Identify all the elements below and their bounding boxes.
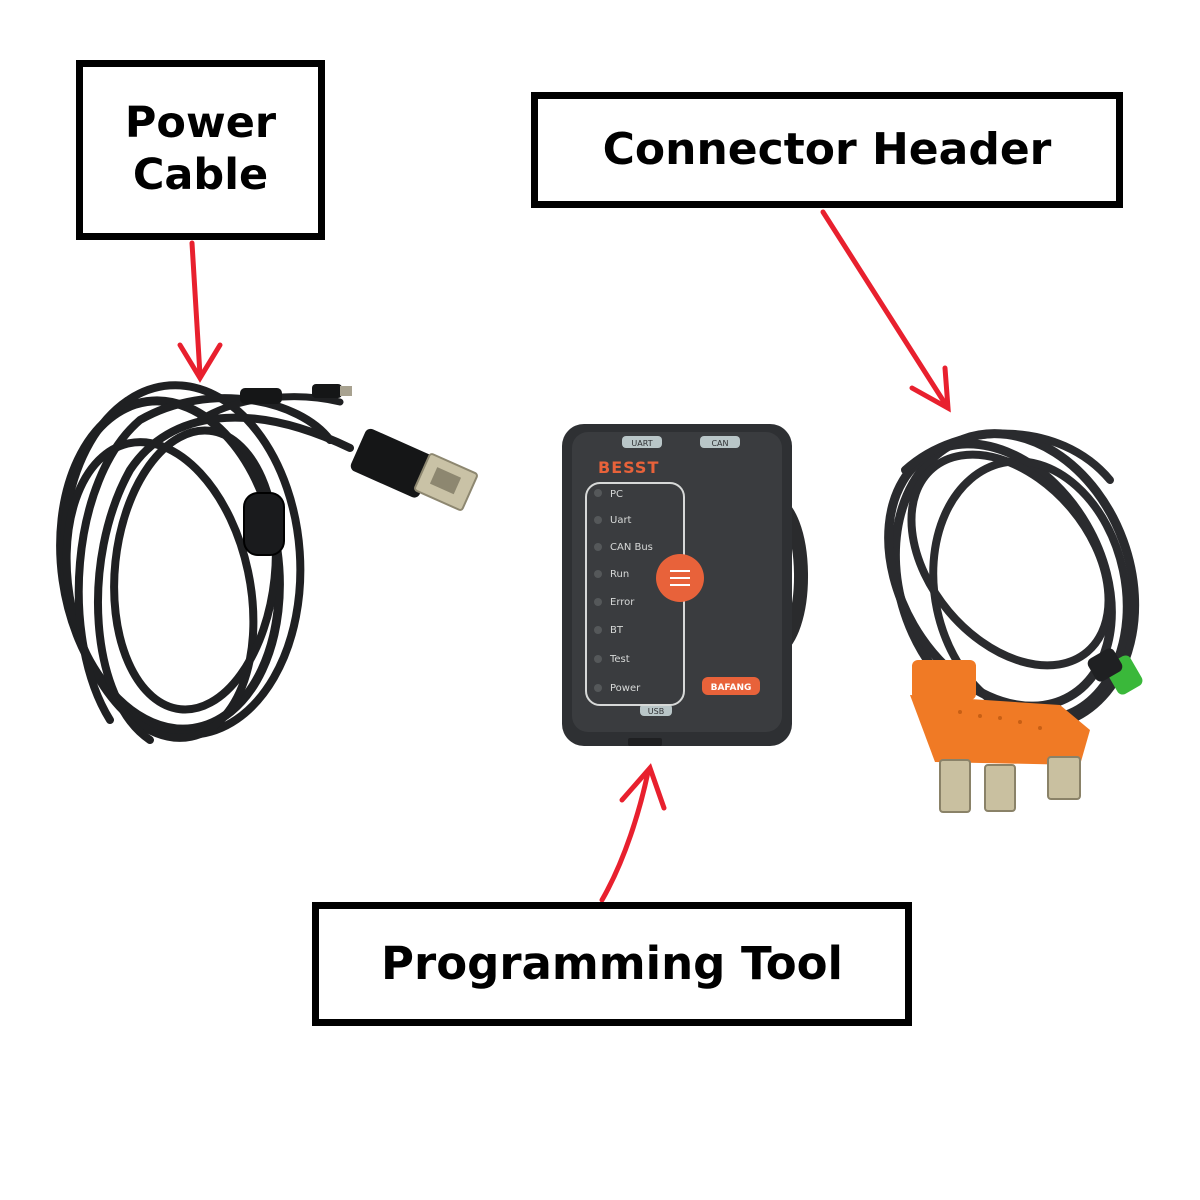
device-brand: BESST — [598, 458, 659, 477]
port-label-usb: USB — [648, 707, 664, 716]
port-label-uart: UART — [631, 439, 652, 448]
arrow-programming-tool — [599, 763, 667, 903]
port-label-can: CAN — [711, 439, 728, 448]
programming-tool-device — [562, 424, 808, 746]
maker-label: BAFANG — [711, 683, 752, 693]
indicator-label: PC — [610, 489, 623, 500]
indicator-label: Uart — [610, 515, 632, 526]
usb-a-plug — [350, 428, 478, 511]
mini-usb-plug — [240, 384, 352, 404]
connector-header — [884, 429, 1143, 813]
programming-tool-callout: Programming Tool — [312, 902, 912, 1026]
indicator-label: Error — [610, 597, 635, 608]
callout-text: Connector Header — [602, 123, 1052, 175]
connector-header-callout: Connector Header — [531, 92, 1123, 208]
arrow-connector-header — [820, 209, 951, 413]
indicator-label: Run — [610, 569, 629, 580]
indicator-label: Power — [610, 683, 641, 694]
callout-text-line: Cable — [132, 150, 269, 200]
usb-power-cable — [56, 381, 354, 744]
arrow-power-cable — [177, 240, 223, 383]
indicator-label: Test — [609, 654, 630, 665]
power-cable-callout: Power Cable — [76, 60, 325, 240]
callout-text-line: Power — [124, 98, 277, 149]
indicator-label: BT — [610, 625, 624, 636]
indicator-label: CAN Bus — [610, 542, 653, 553]
callout-text: Programming Tool — [381, 937, 843, 990]
